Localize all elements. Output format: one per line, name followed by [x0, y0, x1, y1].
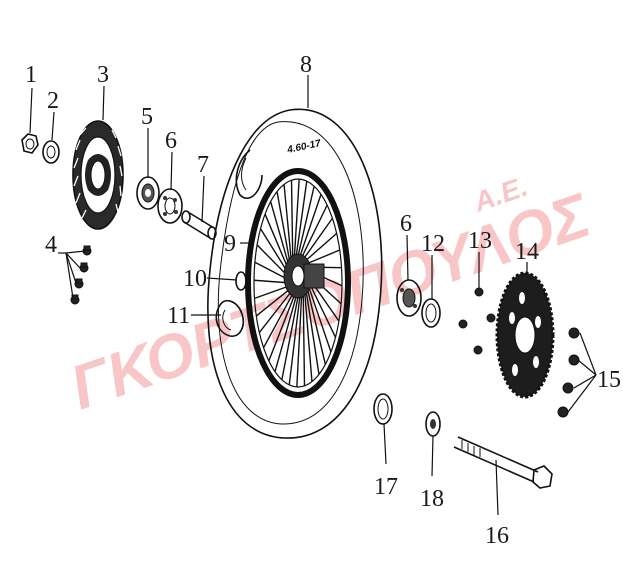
- callout-6b: 6: [400, 211, 412, 237]
- part-1-nut: [21, 133, 39, 154]
- callout-1: 1: [25, 62, 37, 88]
- part-12-circlip: [421, 298, 441, 328]
- part-10-bush: [235, 271, 247, 291]
- wheel-spoke: [255, 286, 294, 317]
- wheel-spoke: [300, 217, 334, 264]
- callout-13: 13: [468, 228, 492, 254]
- wheel-spoke: [301, 232, 338, 265]
- part-9-wheel-rim: [245, 168, 351, 398]
- callout-12: 12: [421, 231, 445, 257]
- part-16-axle: [453, 436, 553, 489]
- part-11-seal: [215, 299, 245, 337]
- wheel-spoke: [302, 286, 306, 386]
- part-5-bearing: [136, 176, 160, 210]
- wheel-spoke: [258, 287, 295, 334]
- callout-15: 15: [597, 367, 621, 393]
- wheel-spoke: [288, 289, 302, 385]
- part-14-sprocket: [495, 271, 555, 399]
- callout-labels: 1 2 3 4 5 6 7 8 9 10 11 6 12 13 14 15 16…: [25, 52, 621, 549]
- part-3-brake-disc: [72, 120, 124, 230]
- wheel-spoke: [290, 180, 294, 266]
- callout-5: 5: [141, 104, 153, 130]
- callout-7: 7: [197, 152, 209, 178]
- part-18-spacer: [425, 411, 441, 437]
- tire-size-marking: 4.60-17: [285, 138, 322, 156]
- part-2-washer: [42, 140, 60, 164]
- wheel-spoke: [293, 178, 300, 264]
- callout-9: 9: [224, 231, 236, 257]
- callout-10: 10: [183, 266, 207, 292]
- callout-17: 17: [374, 474, 398, 500]
- callout-8: 8: [300, 52, 312, 78]
- part-15-bolts: [557, 327, 580, 418]
- wheel-spoke: [304, 282, 320, 375]
- wheel-spoke: [298, 204, 328, 263]
- wheel-spoke: [274, 289, 299, 372]
- leader-lines: [29, 75, 597, 516]
- wheel-spoke: [305, 278, 332, 353]
- wheel-spoke: [281, 289, 301, 380]
- wheel-spoke: [269, 201, 292, 272]
- callout-14: 14: [515, 239, 539, 265]
- part-4-bolts: [70, 245, 92, 305]
- wheel-spoke: [283, 184, 293, 268]
- wheel-spoke: [295, 186, 315, 263]
- callout-3: 3: [97, 62, 109, 88]
- part-6-bearing-left: [157, 188, 183, 224]
- callout-6: 6: [165, 128, 177, 154]
- part-17-circlip: [373, 393, 393, 425]
- callout-2: 2: [47, 88, 59, 114]
- part-6-bearing-right: [396, 279, 422, 317]
- wheel-spoke: [276, 191, 292, 270]
- callout-11: 11: [167, 303, 190, 329]
- wheel-spoke: [262, 288, 296, 349]
- wheel-spoke: [304, 280, 327, 365]
- part-7-spacer: [181, 210, 217, 240]
- callout-4: 4: [45, 232, 57, 258]
- wheel-spoke: [303, 284, 313, 382]
- wheel-spoke: [296, 288, 303, 388]
- callout-18: 18: [420, 486, 444, 512]
- callout-16: 16: [485, 523, 509, 549]
- wheel-spoke: [297, 194, 322, 263]
- wheel-spoke: [294, 180, 308, 263]
- part-13-nuts: [458, 287, 496, 355]
- wheel-spoke: [268, 289, 298, 362]
